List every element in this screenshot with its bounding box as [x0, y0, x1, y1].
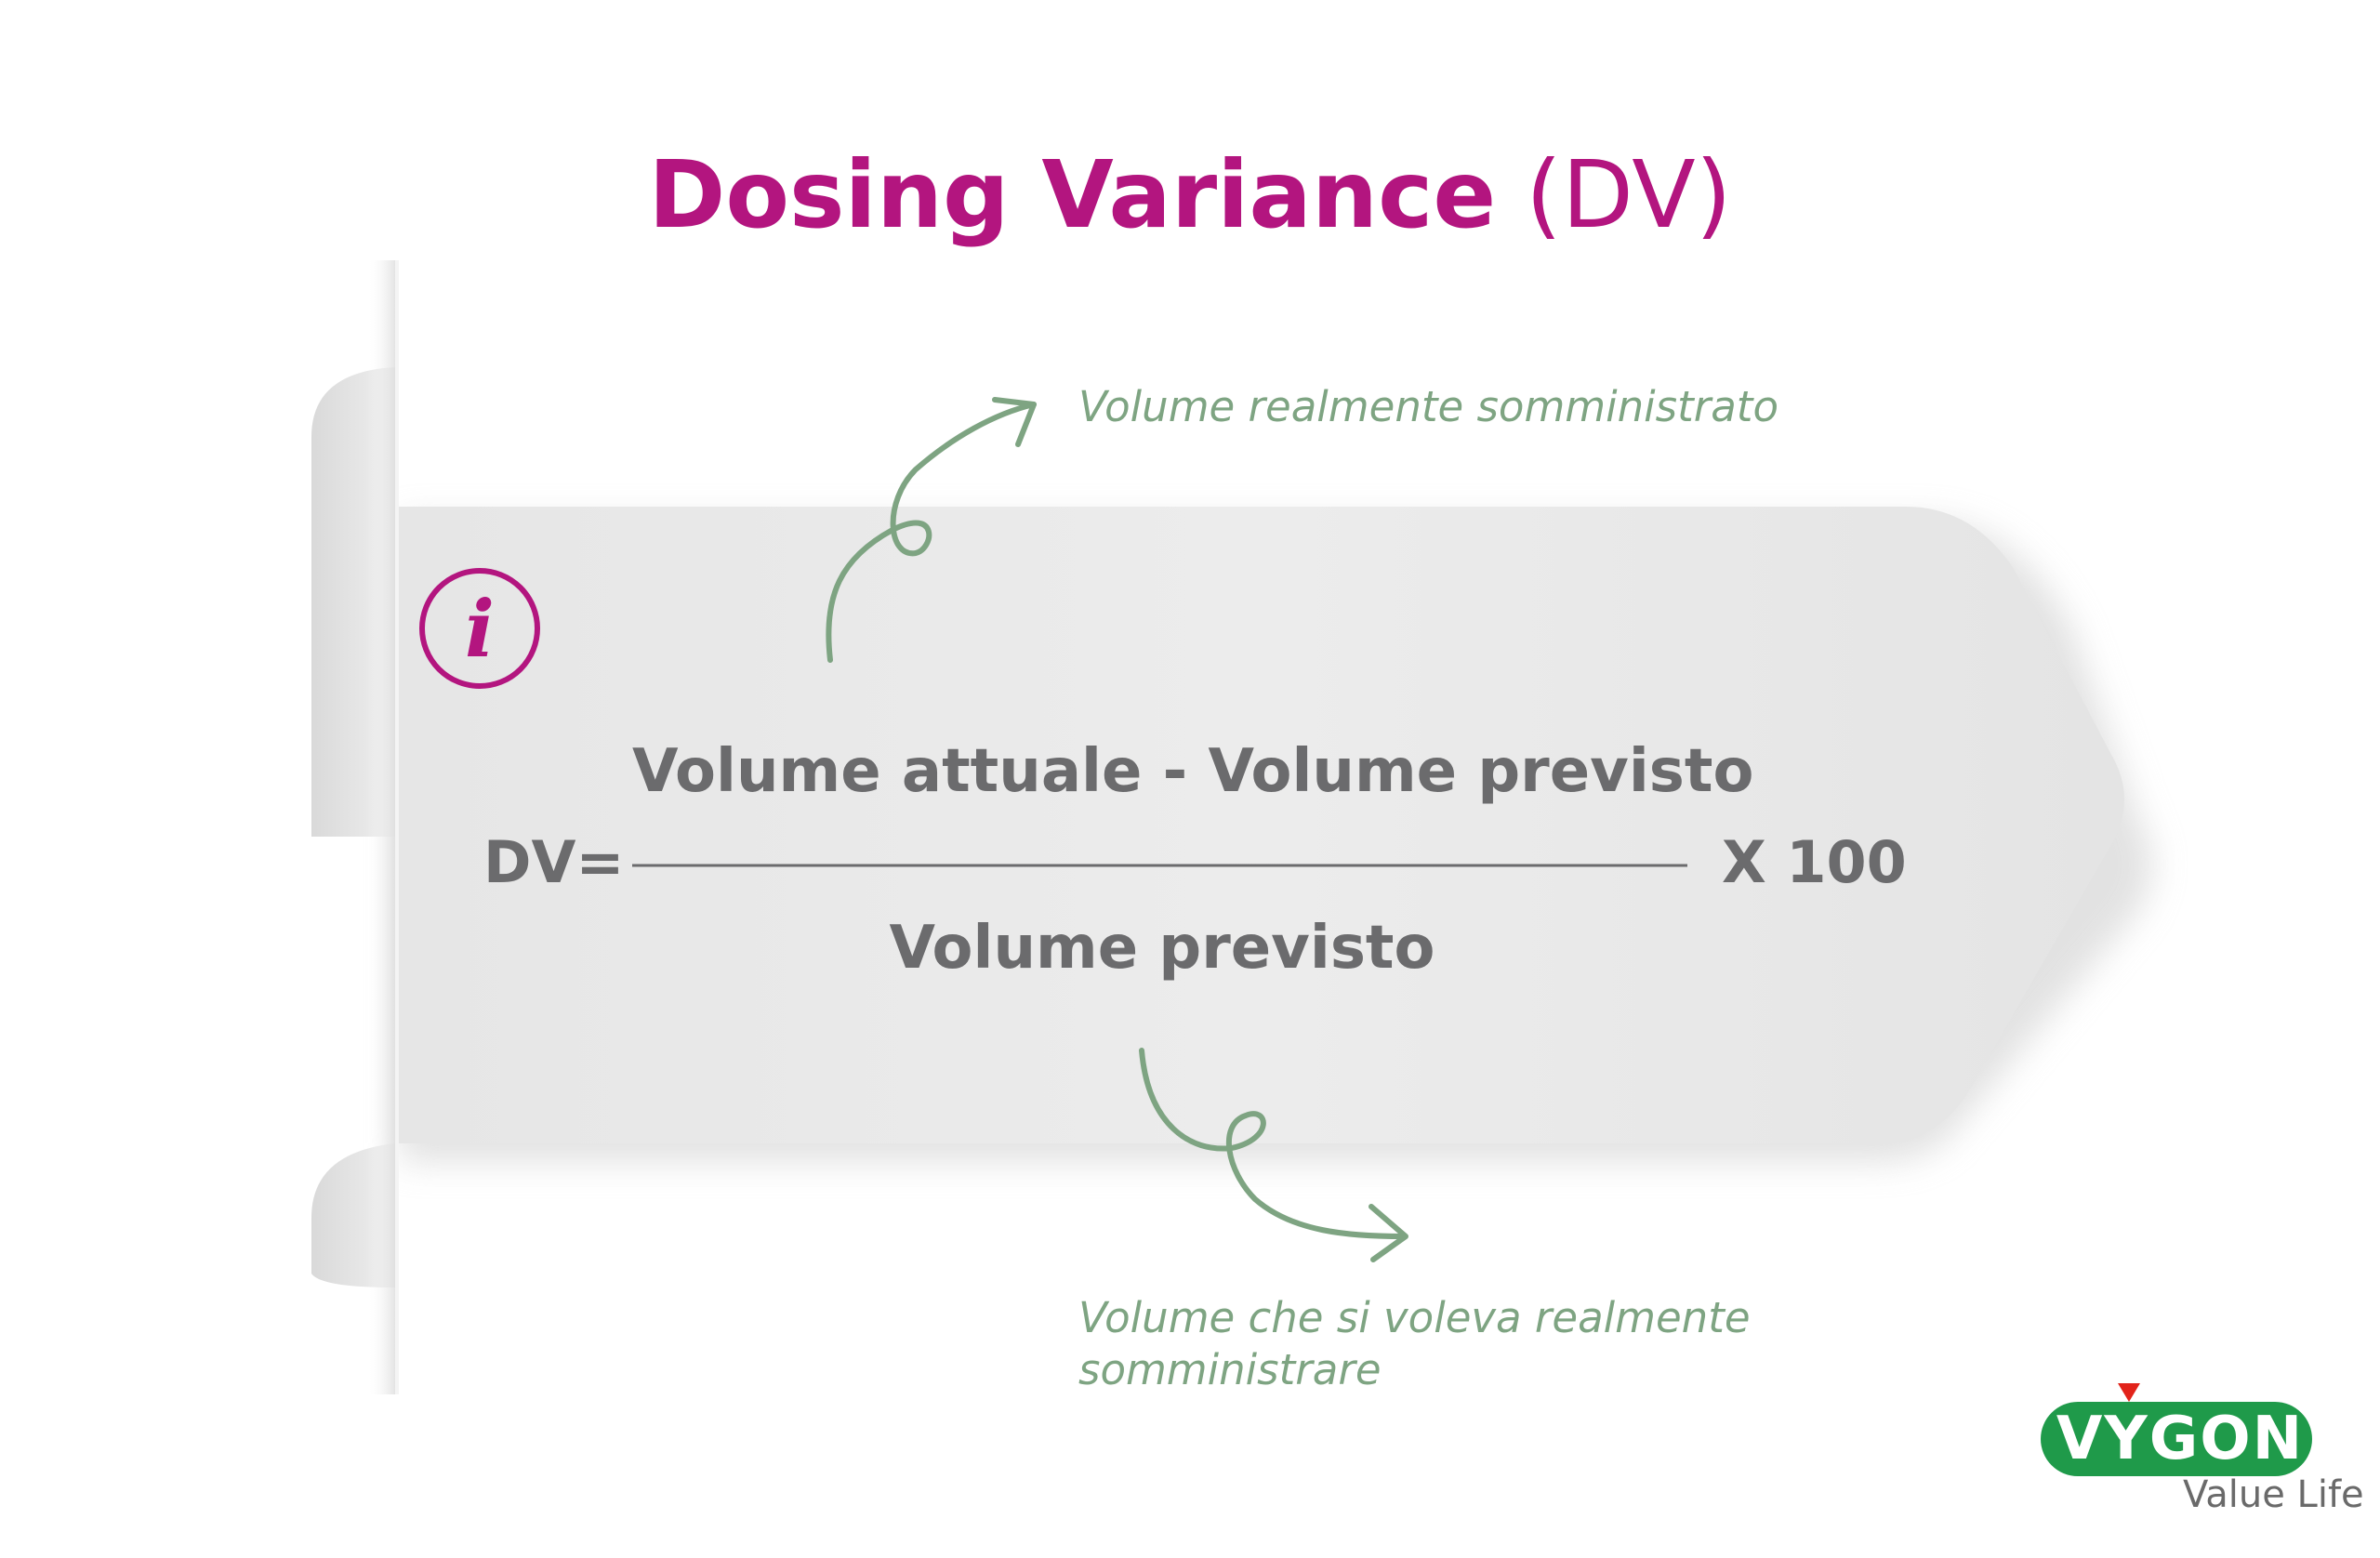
annotation-bottom-line1: Volume che si voleva realmente — [1078, 1293, 1751, 1342]
title-main: Dosing Variance — [648, 140, 1497, 249]
page-title: Dosing Variance (DV) — [0, 139, 2380, 251]
ribbon-arrow — [395, 507, 2124, 1143]
arrow-to-bottom-annotation — [1139, 1048, 1407, 1239]
brand-tagline: Value Life — [2183, 1473, 2364, 1516]
formula-numerator: Volume attuale - Volume previsto — [632, 737, 1754, 806]
formula-denominator: Volume previsto — [889, 914, 1435, 983]
annotation-bottom: Volume che si voleva realmente somminist… — [1078, 1292, 1751, 1396]
arrow-to-top-annotation — [826, 402, 1037, 663]
formula-multiplier: X 100 — [1722, 828, 1907, 896]
svg-text:i: i — [465, 583, 495, 675]
annotation-top: Volume realmente somministrato — [1078, 382, 1778, 431]
vygon-logo-triangle — [2118, 1383, 2140, 1402]
formula-lhs: DV= — [483, 828, 625, 896]
title-abbr: (DV) — [1525, 140, 1732, 249]
ribbon-pole — [367, 260, 397, 1394]
vygon-logo-badge — [2041, 1402, 2312, 1476]
annotation-bottom-line2: somministrare — [1078, 1345, 1382, 1394]
info-icon — [419, 568, 540, 689]
vygon-logo-text: VYGON — [2056, 1405, 2305, 1473]
